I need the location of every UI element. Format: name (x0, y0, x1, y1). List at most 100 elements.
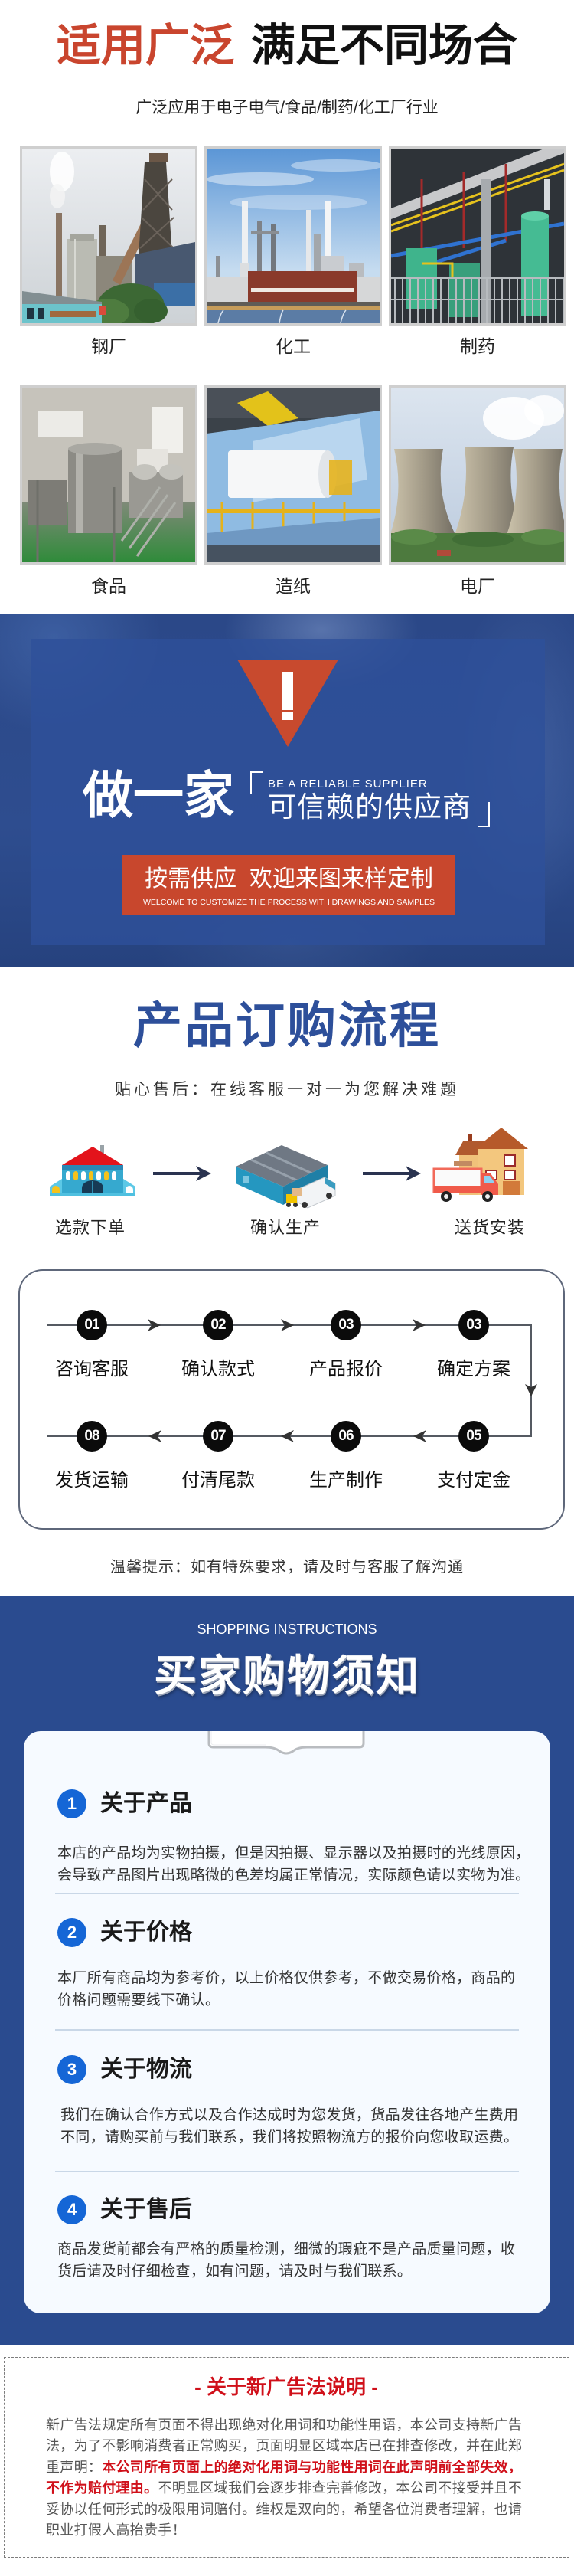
step-number-badge: 07 (203, 1421, 233, 1452)
item-body-line: 价格问题需要线下确认。 (57, 1992, 220, 2008)
item-body-line: 货后请及时仔细检查，如有问题，请及时与我们联系。 (57, 2263, 413, 2280)
instruction-item-logistics: 3 关于物流 我们在确认合作方式以及合作达成时为您发货，货品发往各地产生费用 不… (24, 2054, 550, 2174)
notice-text: 新广告法规定所有页面不得出现绝对化用词和功能性用语，本公司支持新广告 (46, 2417, 523, 2433)
notice-text: 不明显区域我们会逐步排查完善修改，本公司不接受并且不 (158, 2480, 523, 2496)
step-label: 发货运输 (55, 1470, 129, 1491)
step-number-badge: 03 (458, 1310, 489, 1340)
arrow-right-icon (281, 1319, 294, 1331)
order-process-section (0, 967, 574, 1596)
industry-label: 化工 (276, 336, 311, 356)
step-number-badge: 05 (458, 1421, 489, 1452)
notice-emphasis: 本公司所有页面上的绝对化用词与功能性用词在此声明前全部失效， (102, 2459, 523, 2475)
industry-photo-chemical-plant (204, 146, 382, 326)
process-tip: 温馨提示：如有特殊要求，请及时与客服了解沟通 (110, 1559, 464, 1576)
notice-text: 重声明： (46, 2459, 103, 2475)
instructions-card: 1 关于产品 本店的产品均为实物拍摄，但是因拍摄、显示器以及拍摄时的光线原因， … (24, 1731, 550, 2313)
arrow-right-icon (153, 1166, 211, 1181)
item-body-line: 商品发货前都会有严格的质量检测，细微的瑕疵不是产品质量问题，收 (57, 2241, 516, 2257)
shopping-instructions-section: SHOPPING INSTRUCTIONS 买家购物须知 1 关于产品 本店的产… (0, 1596, 574, 2345)
cta-label-cn: 按需供应 欢迎来图来样定制 (145, 866, 433, 892)
title-rest: 满足不同场合 (251, 21, 518, 70)
instructions-title: 买家购物须知 (154, 1651, 420, 1700)
arrow-down-icon (525, 1384, 537, 1396)
item-body: 本店的产品均为实物拍摄，但是因拍摄、显示器以及拍摄时的光线原因， 会导致产品图片… (57, 1842, 540, 1887)
item-heading: 关于售后 (100, 2197, 192, 2222)
paper-mill-image (207, 388, 380, 562)
industry-photo-power-plant (389, 385, 566, 565)
item-number-badge: 4 (57, 2195, 86, 2224)
bracket-close-icon (478, 802, 490, 827)
arrow-left-icon (413, 1430, 426, 1442)
cta-label-en: WELCOME TO CUSTOMIZE THE PROCESS WITH DR… (143, 898, 435, 907)
chemical-plant-image (207, 149, 380, 323)
item-divider (55, 1893, 519, 1894)
item-heading: 关于产品 (100, 1791, 192, 1816)
arrow-left-icon (148, 1430, 161, 1442)
step-number-badge: 02 (203, 1310, 233, 1340)
industry-label: 电厂 (460, 576, 495, 596)
item-body: 商品发货前都会有严格的质量检测，细微的瑕疵不是产品质量问题，收 货后请及时仔细检… (57, 2238, 540, 2283)
step-label: 生产制作 (309, 1470, 383, 1491)
arrow-right-icon (148, 1319, 161, 1331)
food-factory-image (22, 388, 195, 562)
house-delivery-icon (432, 1128, 528, 1202)
industry-photo-food-factory (20, 385, 197, 565)
stage-label: 选款下单 (54, 1218, 126, 1237)
industry-label: 制药 (460, 336, 495, 356)
item-number-badge: 2 (57, 1918, 86, 1947)
item-heading: 关于价格 (100, 1920, 192, 1945)
banner-lead: 做一家 (83, 767, 234, 823)
item-body-line: 会导致产品图片出现略微的色差均属正常情况，实际颜色请以实物为准。 (57, 1867, 530, 1884)
process-flow-box (18, 1269, 565, 1530)
instruction-item-product: 1 关于产品 本店的产品均为实物拍摄，但是因拍摄、显示器以及拍摄时的光线原因， … (24, 1789, 550, 1896)
arrow-right-icon (363, 1166, 421, 1181)
steel-plant-image (22, 149, 195, 323)
notice-emphasis: 不作为赔付理由。 (46, 2480, 158, 2496)
item-number-badge: 1 (57, 1789, 86, 1818)
applications-subtitle: 广泛应用于电子电气/食品/制药/化工厂行业 (135, 99, 439, 116)
notice-body: 新广告法规定所有页面不得出现绝对化用词和功能性用语，本公司支持新广告 法，为了不… (46, 2415, 528, 2541)
step-label: 支付定金 (437, 1470, 510, 1491)
notice-line: 不作为赔付理由。不明显区域我们会逐步排查完善修改，本公司不接受并且不 (46, 2478, 528, 2499)
step-label: 确定方案 (437, 1359, 510, 1380)
industry-photo-steel-plant (20, 146, 197, 326)
instruction-item-price: 2 关于价格 本厂所有商品均为参考价，以上价格仅供参考，不做交易价格，商品的 价… (24, 1917, 550, 2032)
notice-title: - 关于新广告法说明 - (194, 2375, 378, 2398)
stage-label: 送货安装 (454, 1218, 525, 1237)
industry-label: 钢厂 (91, 336, 126, 356)
item-body: 我们在确认合作方式以及合作达成时为您发货，货品发往各地产生费用 不同，请购买前与… (60, 2104, 543, 2149)
bracket-open-icon (250, 771, 263, 794)
ad-law-notice: - 关于新广告法说明 - 新广告法规定所有页面不得出现绝对化用词和功能性用语，本… (4, 2357, 569, 2558)
custom-order-button[interactable]: 按需供应 欢迎来图来样定制 WELCOME TO CUSTOMIZE THE P… (122, 855, 455, 915)
notice-line: 新广告法规定所有页面不得出现绝对化用词和功能性用语，本公司支持新广告 (46, 2415, 528, 2436)
banner-tagline-en: BE A RELIABLE SUPPLIER (268, 777, 428, 790)
industry-photo-pharmaceutical-plant (389, 146, 566, 326)
notice-line: 法，为了不影响消费者正常购买，页面明显区域本店已在排查修改，并在此郑 (46, 2436, 528, 2457)
step-number-badge: 03 (331, 1310, 361, 1340)
process-title: 产品订购流程 (133, 998, 441, 1053)
instructions-eyebrow: SHOPPING INSTRUCTIONS (197, 1622, 377, 1637)
warehouse-truck-icon (236, 1145, 336, 1209)
instruction-item-after-sales: 4 关于售后 商品发货前都会有严格的质量检测，细微的瑕疵不是产品质量问题，收 货… (24, 2195, 550, 2294)
step-label: 产品报价 (309, 1359, 383, 1380)
stage-label: 确认生产 (249, 1218, 321, 1237)
step-number-badge: 06 (331, 1421, 361, 1452)
step-label: 确认款式 (181, 1359, 255, 1380)
arrow-left-icon (281, 1430, 294, 1442)
step-label: 付清尾款 (181, 1470, 255, 1491)
step-number-badge: 01 (77, 1310, 107, 1340)
banner-tagline-cn: 可信赖的供应商 (268, 791, 471, 823)
title-highlight: 适用广泛 (56, 21, 234, 70)
item-body-line: 不同，请购买前与我们联系，我们将按照物流方的报价向您收取运费。 (60, 2129, 519, 2146)
industry-photo-paper-mill (204, 385, 382, 565)
notice-line: 重声明：本公司所有页面上的绝对化用词与功能性用词在此声明前全部失效， (46, 2457, 528, 2478)
item-divider (55, 2171, 519, 2172)
item-body-line: 我们在确认合作方式以及合作达成时为您发货，货品发往各地产生费用 (60, 2107, 519, 2123)
arrow-right-icon (413, 1319, 426, 1331)
item-heading: 关于物流 (100, 2057, 192, 2082)
industry-label: 食品 (91, 576, 126, 596)
notice-text: 职业打假人高抬贵手！ (46, 2522, 186, 2538)
step-number-badge: 08 (77, 1421, 107, 1452)
notice-text: 法，为了不影响消费者正常购买，页面明显区域本店已在排查修改，并在此郑 (46, 2438, 523, 2454)
notice-text: 妥协以任何形式的极限用词赔付。维权是双向的，希望各位消费者理解，也请 (46, 2501, 523, 2517)
